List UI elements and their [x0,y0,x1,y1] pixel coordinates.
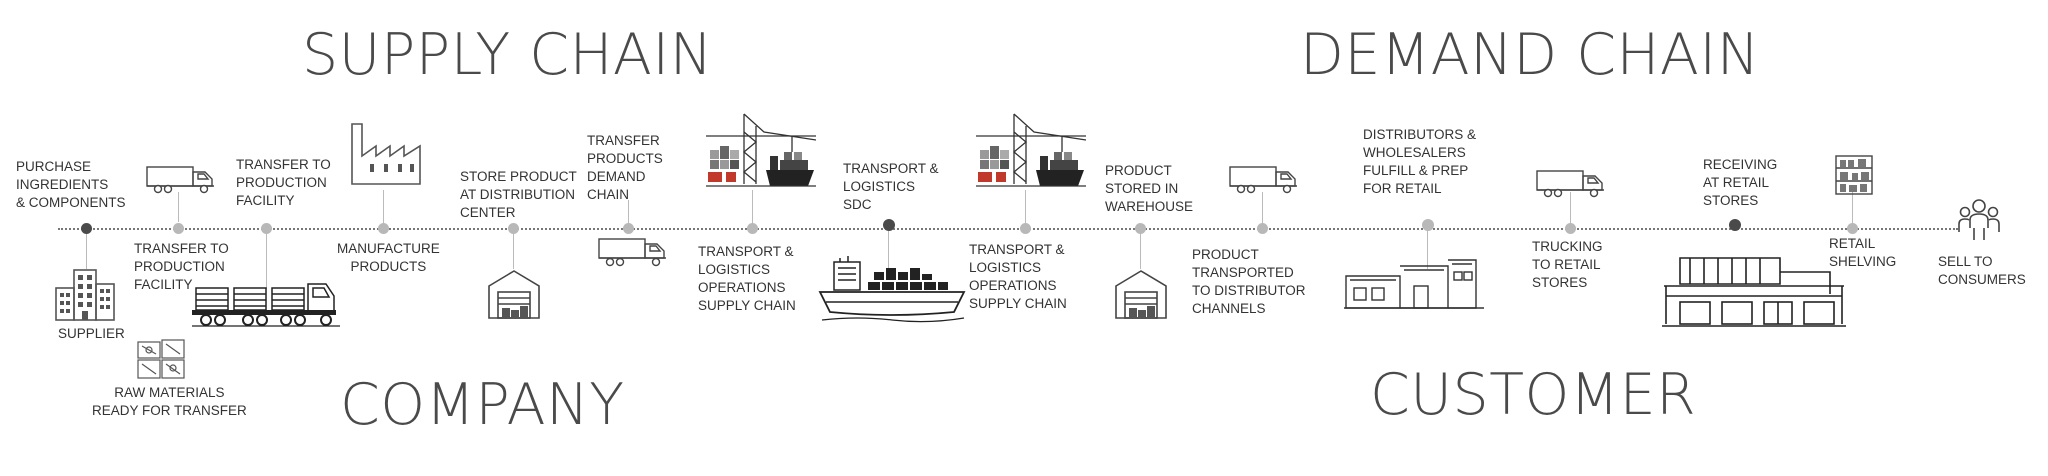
timeline-dot [1135,223,1146,234]
label-retail-shelving: RETAIL SHELVING [1829,236,1897,269]
heading-supply-chain: SUPPLY CHAIN [302,22,713,88]
label-store-dc: STORE PRODUCT AT DISTRIBUTION CENTER [460,169,577,220]
timeline-dot [1257,223,1268,234]
label-stored-warehouse: PRODUCT STORED IN WAREHOUSE [1105,163,1194,214]
timeline-dot [1565,223,1576,234]
heading-demand-chain: DEMAND CHAIN [1300,22,1760,88]
timeline-dot [1847,223,1858,234]
label-sell: SELL TO CONSUMERS [1938,254,2026,287]
stem [1570,192,1571,224]
timeline-dot [883,219,895,231]
label-receiving: RECEIVING AT RETAIL STORES [1703,157,1778,208]
port-crane-icon [706,113,817,187]
delivery-truck-icon [598,238,666,267]
container-truck-icon [192,283,340,327]
label-trucking: TRUCKING TO RETAIL STORES [1532,239,1603,290]
stem [1852,192,1853,224]
label-transfer-production-bottom: TRANSFER TO PRODUCTION FACILITY [134,241,229,292]
label-transported-distributor: PRODUCT TRANSPORTED TO DISTRIBUTOR CHANN… [1192,247,1306,316]
warehouse-icon [1115,270,1167,319]
timeline-dot [261,223,272,234]
stem [1427,229,1428,269]
stem [1140,229,1141,269]
timeline-dot [623,223,634,234]
label-transport-sdc: TRANSPORT & LOGISTICS SDC [843,161,939,212]
retail-store-icon [1662,257,1846,327]
timeline-dot [1729,219,1741,231]
consumers-icon [1958,199,2000,240]
delivery-truck-icon [1536,170,1604,198]
factory-icon [351,123,421,185]
delivery-truck-icon [146,166,214,194]
heading-customer: CUSTOMER [1370,362,1697,428]
stem [1262,192,1263,224]
delivery-truck-icon [1229,166,1297,194]
stem [752,190,753,224]
timeline-dot [173,223,184,234]
label-purchase: PURCHASE INGREDIENTS & COMPONENTS [16,159,126,210]
label-transport-ops-2: TRANSPORT & LOGISTICS OPERATIONS SUPPLY … [969,242,1067,311]
heading-company: COMPANY [340,372,625,438]
label-transfer-demand: TRANSFER PRODUCTS DEMAND CHAIN [587,133,663,202]
timeline-dot [508,223,519,234]
stem [628,200,629,224]
stem [1025,190,1026,224]
timeline-dot [81,223,92,234]
label-transfer-production-top: TRANSFER TO PRODUCTION FACILITY [236,157,331,208]
label-manufacture: MANUFACTURE PRODUCTS [337,241,440,274]
stem [86,229,87,269]
timeline-dot [378,223,389,234]
stem [178,192,179,222]
warehouse-icon [488,270,540,319]
stem [513,229,514,269]
distribution-center-icon [1344,259,1484,309]
timeline-line [58,228,1958,230]
supplier-building-icon [55,269,115,321]
stem [888,229,889,269]
stem [383,190,384,224]
timeline-dot [747,223,758,234]
label-supplier: SUPPLIER [58,326,125,341]
retail-shelving-icon [1835,155,1873,195]
cargo-ship-icon [818,256,966,323]
stem [266,229,267,289]
raw-materials-icon [137,339,185,379]
label-raw-materials: RAW MATERIALS READY FOR TRANSFER [92,385,247,418]
port-crane-icon [976,113,1087,187]
label-transport-ops-1: TRANSPORT & LOGISTICS OPERATIONS SUPPLY … [698,244,796,313]
label-distributors: DISTRIBUTORS & WHOLESALERS FULFILL & PRE… [1363,127,1477,196]
timeline-dot [1422,219,1434,231]
timeline-dot [1020,223,1031,234]
